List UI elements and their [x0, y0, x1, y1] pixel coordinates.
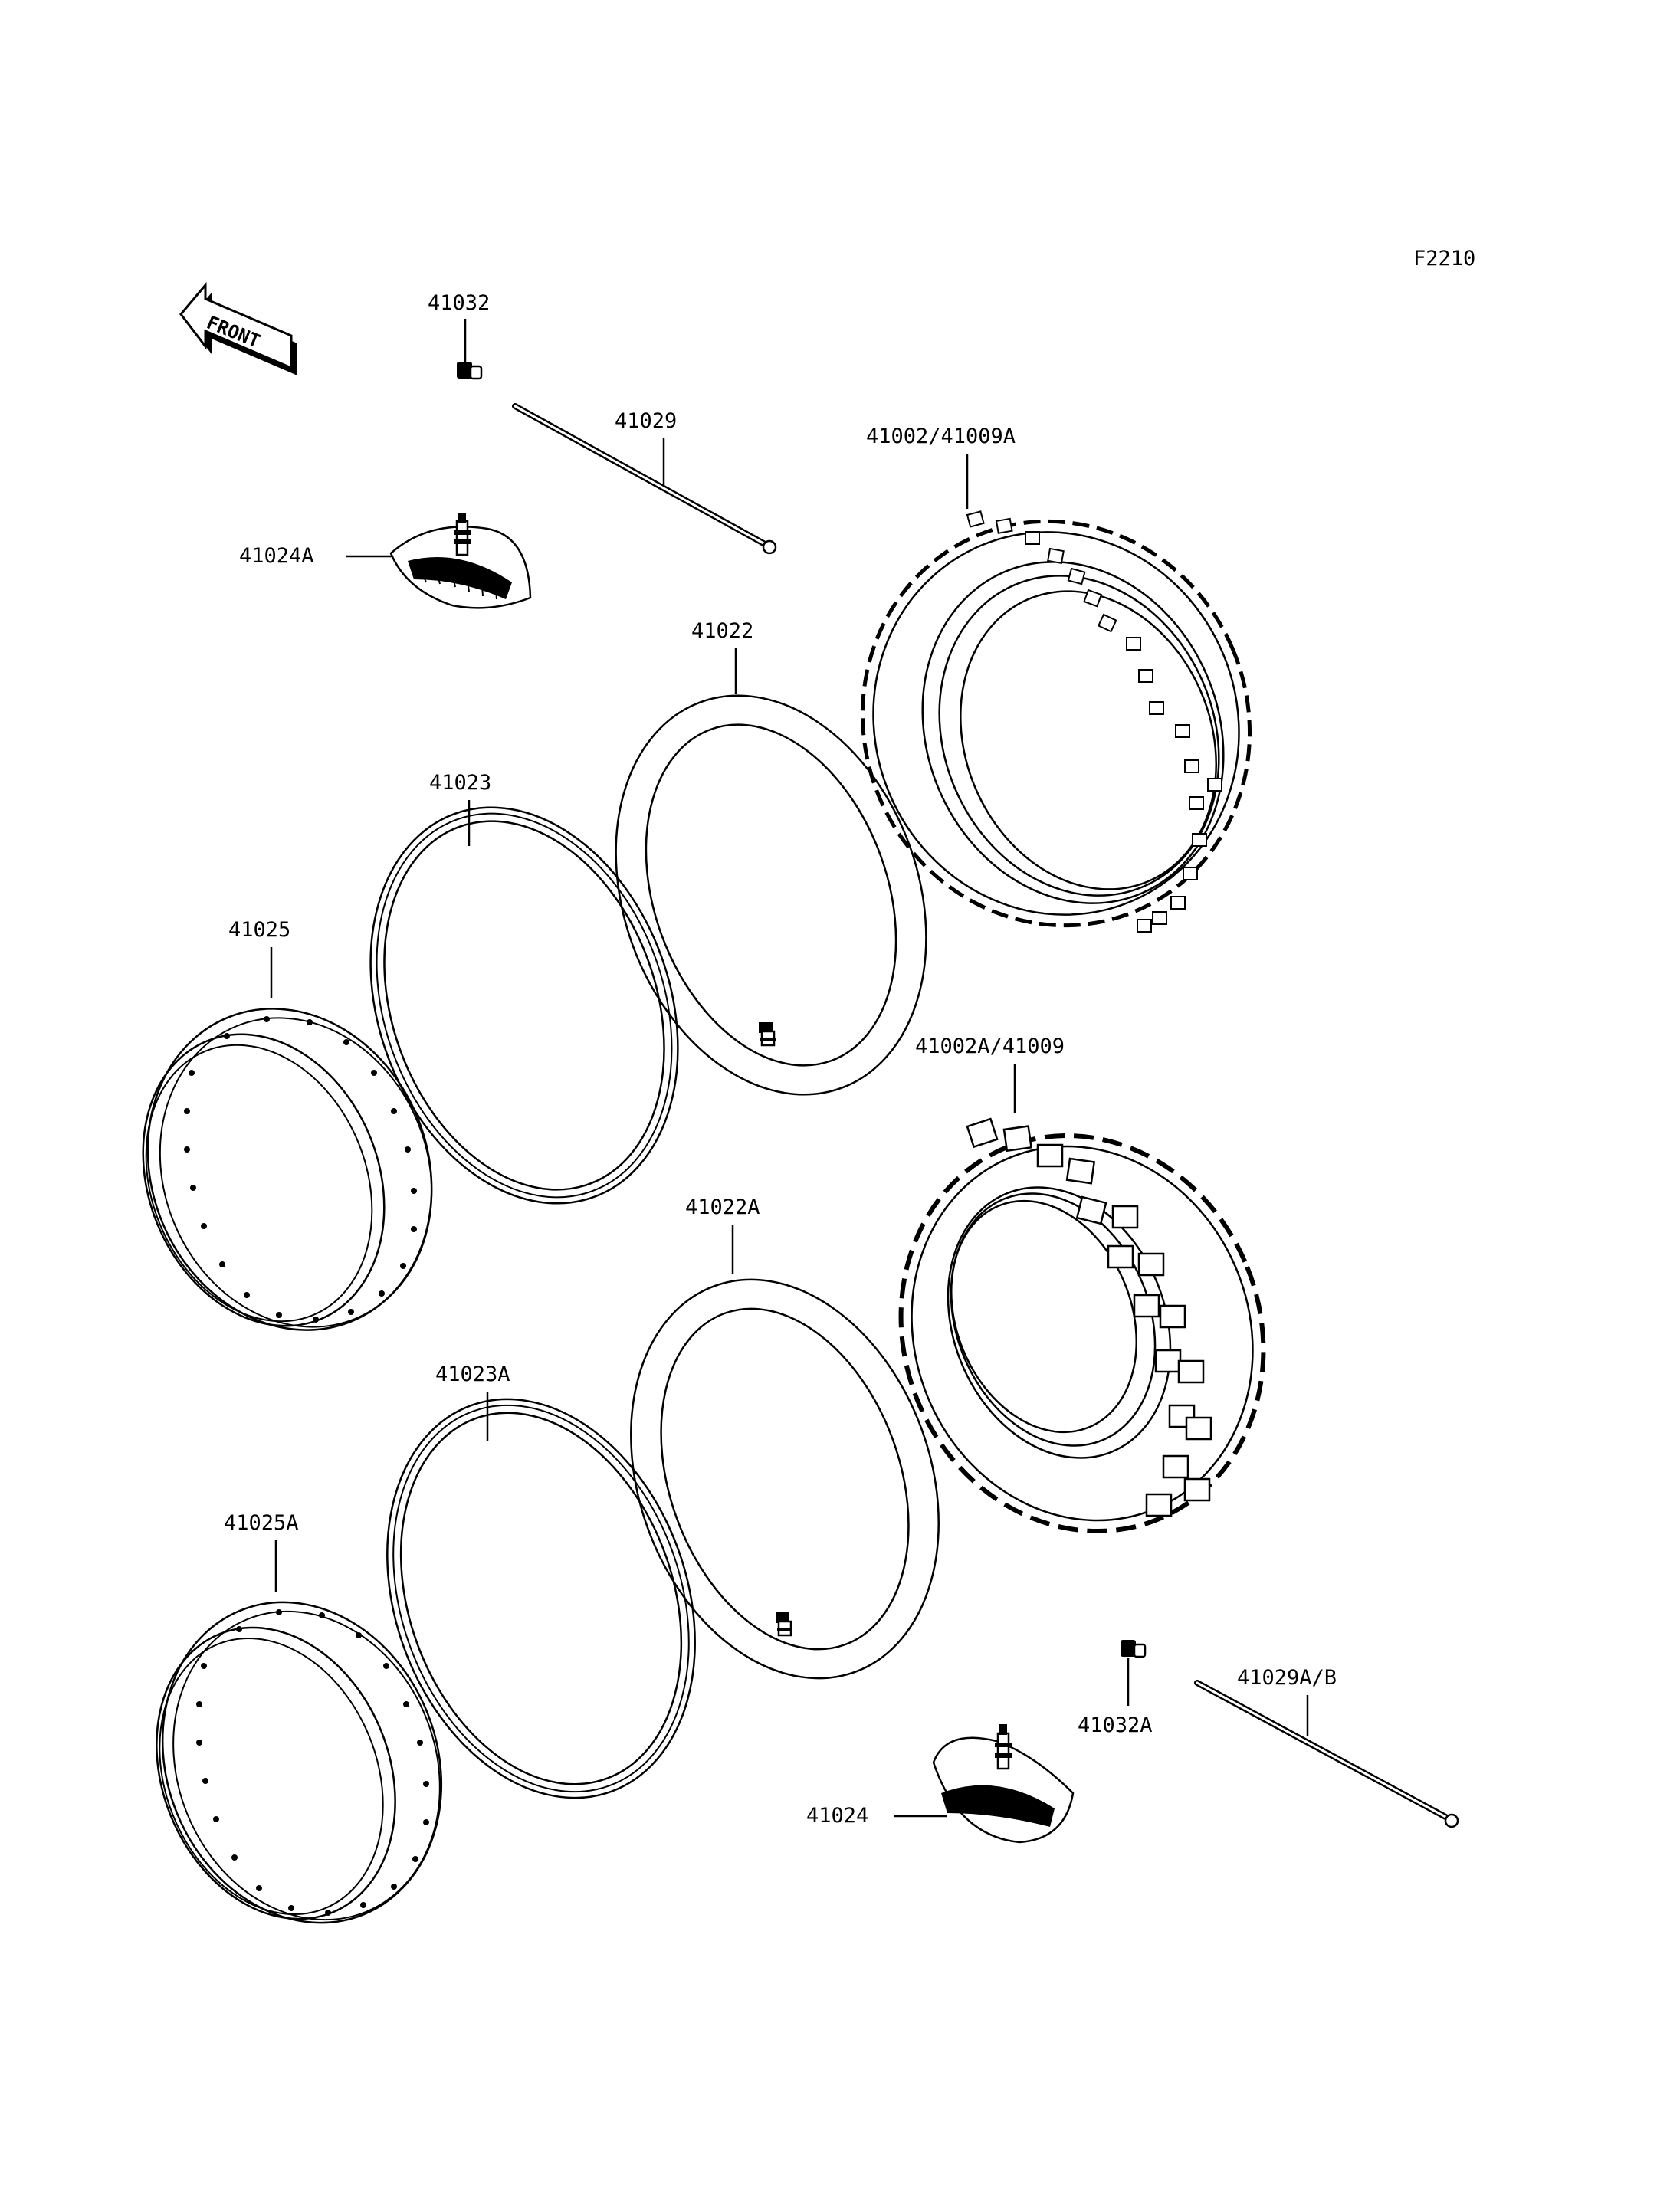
label-41002-41009A: 41002/41009A [866, 425, 1016, 448]
label-41022: 41022 [691, 619, 753, 643]
tube-41022A [630, 1278, 940, 1680]
spoke-41029A-B [1194, 1680, 1459, 1828]
label-41023A: 41023A [435, 1362, 510, 1386]
label-41024: 41024 [806, 1804, 868, 1828]
front-tire [860, 510, 1252, 933]
label-41025A: 41025A [224, 1511, 299, 1535]
label-41025: 41025 [228, 918, 290, 942]
rim-lock-41024A [389, 513, 532, 609]
spoke-41029 [512, 403, 777, 555]
valve-cap-41032A [1121, 1640, 1147, 1658]
label-41024A: 41024A [239, 544, 314, 568]
rear-tire [898, 1117, 1266, 1534]
tube-41022 [615, 694, 927, 1096]
label-41032A: 41032A [1078, 1713, 1153, 1737]
rim-41025 [142, 1008, 433, 1331]
label-41023: 41023 [429, 771, 491, 795]
rim-band-41023 [369, 806, 679, 1205]
rim-41025A [156, 1601, 443, 1924]
rim-lock-41024 [932, 1724, 1075, 1844]
label-41022A: 41022A [685, 1195, 760, 1219]
label-41029A-B: 41029A/B [1237, 1666, 1337, 1690]
label-41002A-41009: 41002A/41009 [915, 1035, 1065, 1058]
valve-cap-41032 [457, 362, 483, 380]
front-arrow-icon: FRONT [179, 281, 297, 375]
label-41029: 41029 [615, 409, 677, 433]
figure-code: F2210 [1413, 247, 1475, 271]
label-41032: 41032 [428, 291, 490, 315]
rim-band-41023A [386, 1398, 696, 1799]
